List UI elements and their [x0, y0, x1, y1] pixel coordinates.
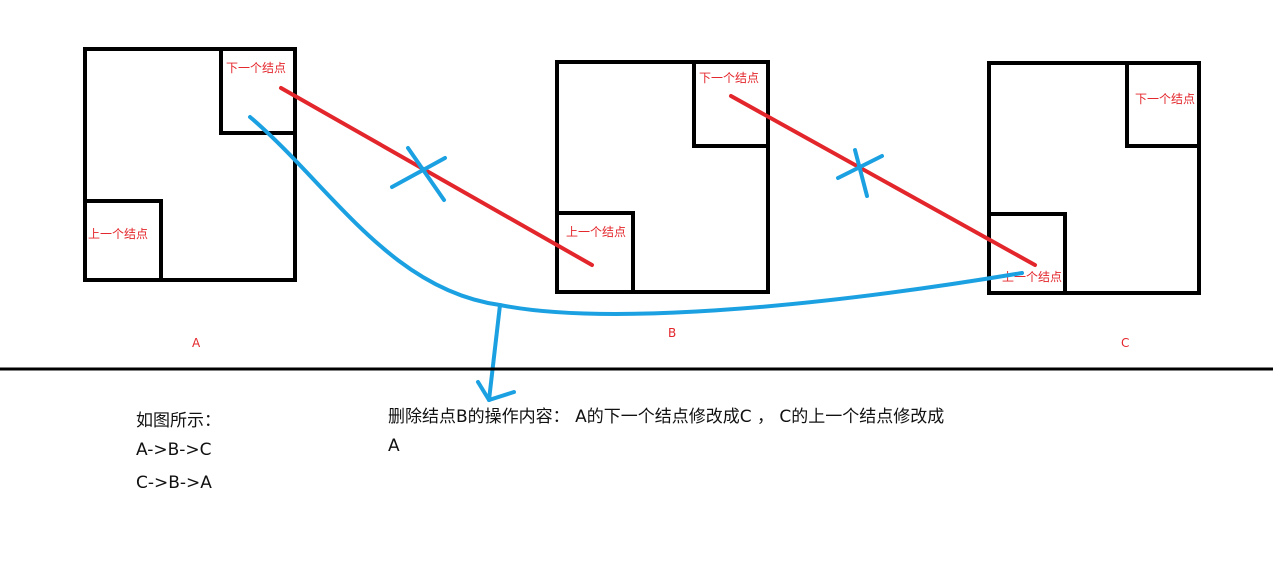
- node-c-prev-cell: [987, 212, 1067, 295]
- node-a-prev-label: 上一个结点: [88, 227, 148, 241]
- intro-line-forward: A->B->C: [136, 440, 212, 460]
- node-c-box: [987, 61, 1201, 295]
- node-c-prev-label: 上一个结点: [1002, 270, 1062, 284]
- link-a-next-to-b: [279, 86, 594, 267]
- node-c-next-label: 下一个结点: [1135, 92, 1195, 106]
- node-b: 下一个结点 上一个结点 B: [555, 60, 770, 340]
- link-a-to-c-curve: [248, 115, 1024, 316]
- link-b-next-to-c: [729, 94, 1037, 267]
- node-a-next-label: 下一个结点: [226, 61, 286, 75]
- node-b-next-label: 下一个结点: [699, 71, 759, 85]
- pointer-arrow: [476, 303, 516, 402]
- delete-description-continued: A: [388, 436, 400, 456]
- node-c-next-cell: [1125, 61, 1201, 148]
- node-b-next-cell: [692, 60, 770, 148]
- node-a-name: A: [192, 336, 201, 350]
- node-c-name: C: [1121, 336, 1129, 350]
- node-a-box: [83, 47, 297, 282]
- node-a: 下一个结点 上一个结点 A: [83, 47, 297, 350]
- node-c: 下一个结点 上一个结点 C: [987, 61, 1201, 350]
- delete-description: 删除结点B的操作内容： A的下一个结点修改成C ， C的上一个结点修改成: [388, 407, 945, 427]
- cross-mark-1: [390, 146, 447, 202]
- node-a-next-cell: [219, 47, 297, 135]
- node-b-prev-cell: [555, 211, 635, 294]
- node-b-box: [555, 60, 770, 294]
- intro-line-backward: C->B->A: [136, 473, 212, 493]
- intro-title: 如图所示：: [136, 411, 221, 431]
- node-b-prev-label: 上一个结点: [566, 225, 626, 239]
- node-a-prev-cell: [83, 199, 163, 282]
- cross-mark-2: [836, 148, 884, 198]
- node-b-name: B: [668, 326, 676, 340]
